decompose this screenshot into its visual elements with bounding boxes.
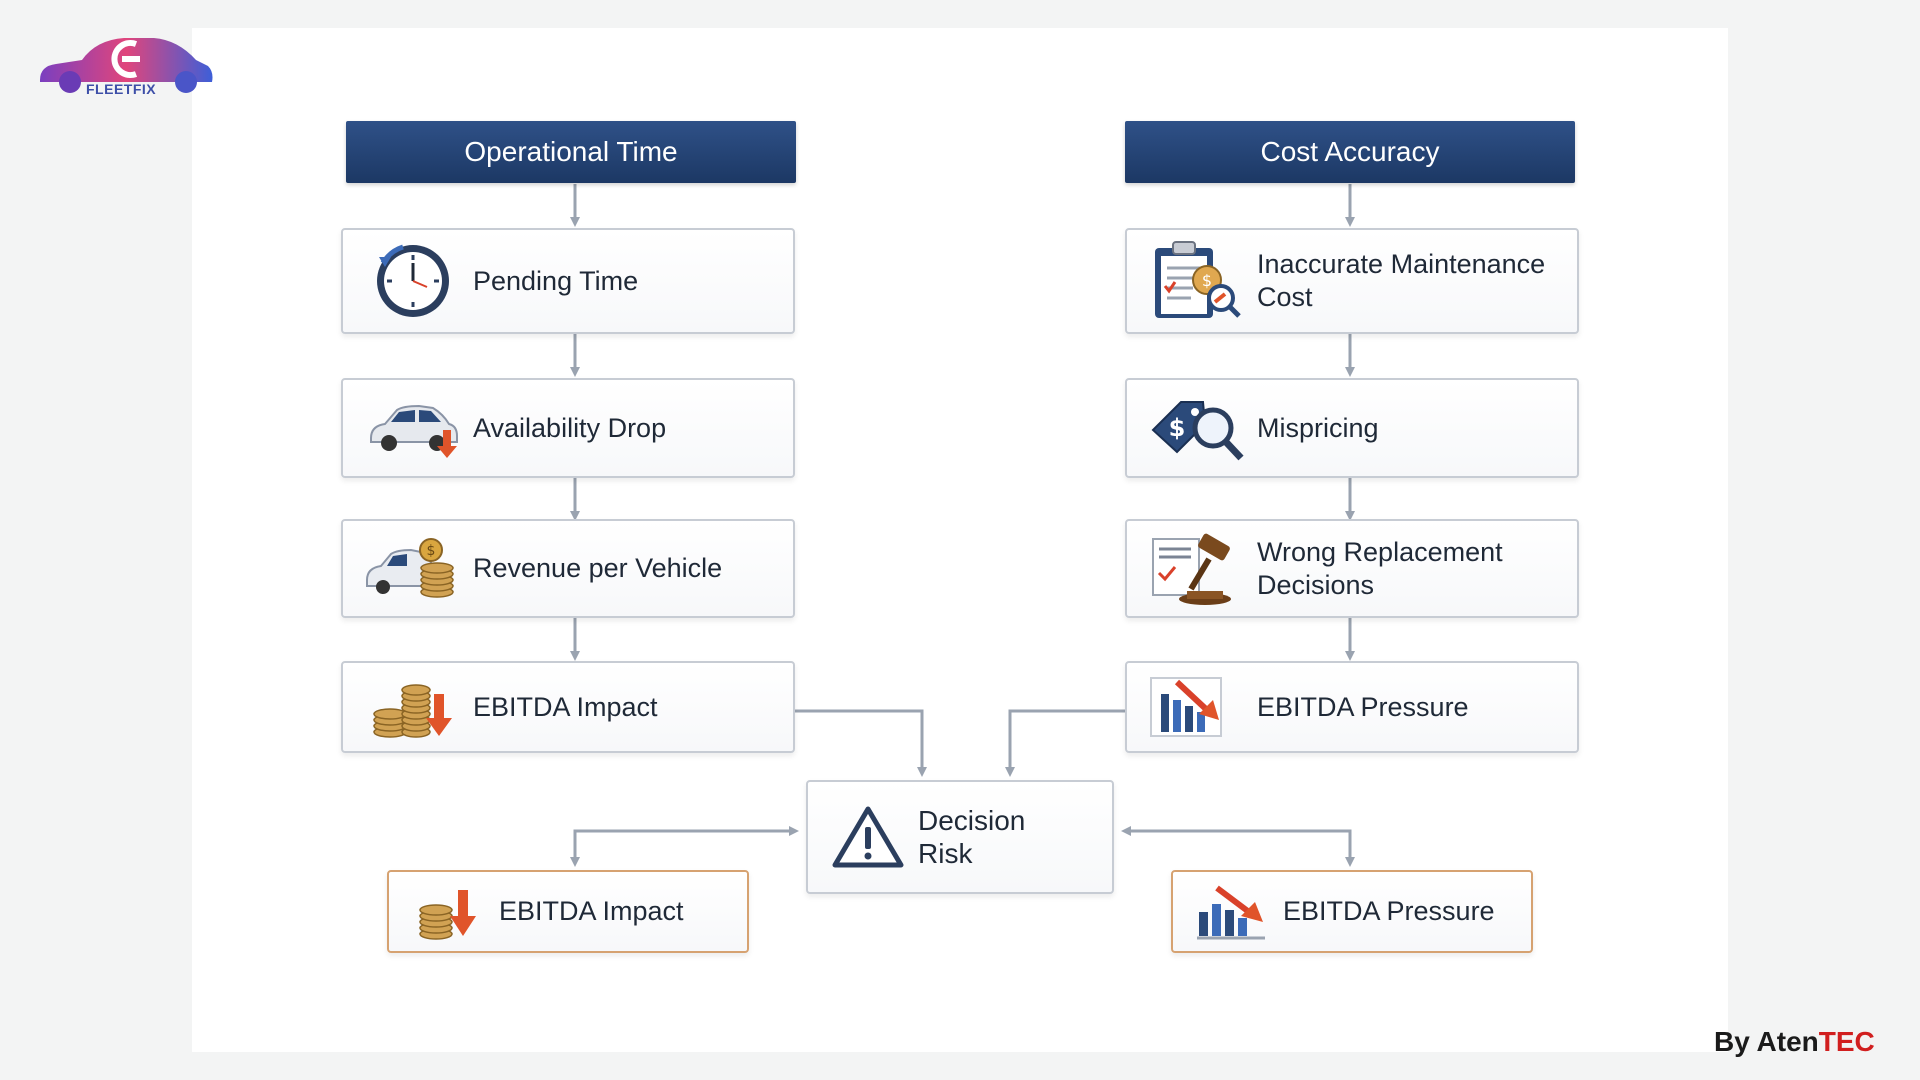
card-label: EBITDA Pressure — [1257, 691, 1469, 722]
header-cost-accuracy: Cost Accuracy — [1125, 121, 1575, 183]
card-label: Inaccurate Maintenance Cost — [1257, 249, 1546, 312]
card-revenue-per-vehicle: $ Revenue per Vehicle — [341, 519, 795, 618]
card-label: Wrong Replacement Decisions — [1257, 536, 1503, 600]
svg-text:$: $ — [427, 543, 436, 559]
clock-icon — [363, 236, 463, 326]
byline-prefix: By Aten — [1714, 1026, 1819, 1057]
header-operational-time: Operational Time — [346, 121, 796, 183]
card-decision-risk: Decision Risk — [806, 780, 1114, 894]
car-coins-icon: $ — [363, 524, 463, 614]
card-ebitda-pressure: EBITDA Pressure — [1125, 661, 1579, 753]
car-down-icon — [363, 383, 463, 473]
bar-chart-down-icon — [1193, 867, 1273, 957]
coins-down-icon — [363, 662, 463, 752]
logo-text: FLEETFIX — [86, 81, 157, 97]
byline-suffix: TEC — [1818, 1026, 1875, 1057]
card-label: Availability Drop — [473, 412, 667, 443]
card-label: EBITDA Pressure — [1283, 896, 1495, 926]
card-availability-drop: Availability Drop — [341, 378, 795, 478]
outcome-ebitda-pressure: EBITDA Pressure — [1171, 870, 1533, 953]
byline: By AtenTEC — [1714, 1026, 1875, 1058]
gavel-document-icon — [1147, 524, 1247, 614]
card-label: Mispricing — [1257, 412, 1379, 443]
svg-text:$: $ — [1202, 271, 1212, 290]
card-wrong-replacement-decisions: Wrong Replacement Decisions — [1125, 519, 1579, 618]
card-label: EBITDA Impact — [473, 691, 658, 722]
card-pending-time: Pending Time — [341, 228, 795, 334]
card-ebitda-impact: EBITDA Impact — [341, 661, 795, 753]
card-mispricing: $ Mispricing — [1125, 378, 1579, 478]
card-label: Revenue per Vehicle — [473, 553, 723, 583]
card-label: Pending Time — [473, 265, 639, 296]
clipboard-dollar-icon: $ — [1147, 236, 1247, 326]
bar-chart-down-icon — [1147, 662, 1247, 752]
warning-icon — [828, 792, 908, 882]
coins-down-icon — [409, 867, 489, 957]
fleetfix-logo — [40, 38, 213, 93]
outcome-ebitda-impact: EBITDA Impact — [387, 870, 749, 953]
price-tag-magnifier-icon: $ — [1147, 383, 1247, 473]
card-inaccurate-maintenance-cost: $ Inaccurate Maintenance Cost — [1125, 228, 1579, 334]
card-label: EBITDA Impact — [499, 896, 684, 926]
svg-text:$: $ — [1169, 414, 1186, 442]
card-label: Decision Risk — [918, 805, 1026, 869]
